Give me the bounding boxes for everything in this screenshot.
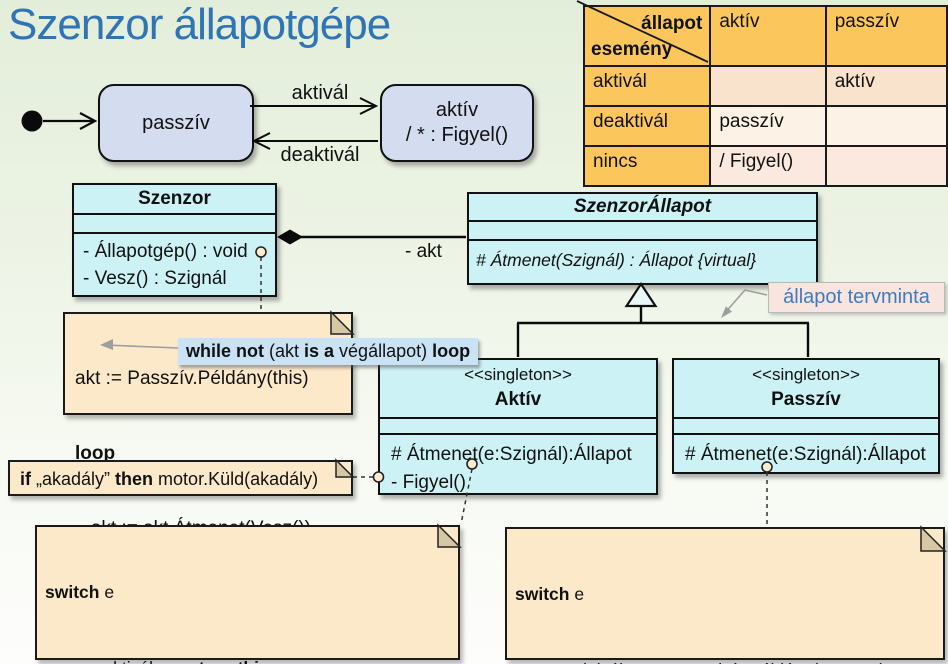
note-switch-passziv: switch e case aktivál: return Aktív.Péld… <box>505 527 945 664</box>
transition-table: állapot esemény aktív passzív aktivál ak… <box>582 5 948 187</box>
state-aktiv: aktív / * : Figyel() <box>380 84 534 162</box>
cell-deaktival-passziv <box>824 105 948 147</box>
class-aktiv-stereotype: <<singleton>> <box>464 365 572 384</box>
col-header-aktiv: aktív <box>709 5 827 67</box>
cell-aktival-passziv: aktív <box>824 65 948 107</box>
table-row: deaktivál passzív <box>582 105 948 147</box>
row-label: nincs <box>582 145 712 187</box>
class-passziv: <<singleton>> Passzív # Átmenet(e:Szigná… <box>672 358 940 474</box>
callout-while-not: while not (akt is a végállapot) loop <box>178 338 479 365</box>
corner-esemeny-label: esemény <box>591 39 673 60</box>
class-passziv-attributes <box>674 419 938 435</box>
class-passziv-op: # Átmenet(e:Szignál):Állapot <box>685 444 926 465</box>
transition-label-deaktival: deaktivál <box>280 144 360 166</box>
note-switch-aktiv: switch e case aktivál: return this; case… <box>35 525 460 664</box>
corner-allapot-label: állapot <box>641 13 703 34</box>
class-szenzor-name: Szenzor <box>74 185 275 215</box>
note-loop-line: loop <box>75 443 116 464</box>
pattern-callout-arrow <box>721 289 768 318</box>
note-switch-aktiv-line: switch e <box>45 581 115 602</box>
class-szenzor-attributes <box>74 215 275 234</box>
note-switch-aktiv-line: case aktivál: return this; <box>45 656 450 664</box>
cell-nincs-passziv <box>824 145 948 187</box>
note-if-akadaly: if „akadály” then motor.Küld(akadály) <box>8 460 353 496</box>
class-szenzor-op: - Vesz() : Szignál <box>83 268 227 289</box>
row-label: aktivál <box>582 65 712 107</box>
page-title: Szenzor állapotgépe <box>8 0 391 49</box>
state-passziv-label: passzív <box>142 111 210 134</box>
association-akt-label: - akt <box>405 241 442 262</box>
cell-deaktival-aktiv: passzív <box>709 105 827 147</box>
table-row: aktivál aktív <box>582 65 948 107</box>
initial-state-icon <box>21 110 98 132</box>
class-passziv-name: Passzív <box>771 389 841 410</box>
table-header-row: állapot esemény aktív passzív <box>582 5 948 67</box>
row-label: deaktivál <box>582 105 712 147</box>
transition-label-aktival: aktivál <box>291 82 349 104</box>
table-row: nincs / Figyel() <box>582 145 948 187</box>
state-aktiv-action: / * : Figyel() <box>405 124 509 146</box>
cell-nincs-aktiv: / Figyel() <box>709 145 827 187</box>
cell-aktival-aktiv <box>709 65 827 107</box>
class-aktiv-op: - Figyel() <box>391 472 466 493</box>
generalization-links <box>516 282 810 357</box>
class-aktiv: <<singleton>> Aktív # Átmenet(e:Szignál)… <box>378 358 658 495</box>
note-switch-passziv-line: case aktivál: return Aktív.Példány(szenz… <box>515 658 935 664</box>
class-szenzorallapot-op: # Átmenet(Szignál) : Állapot {virtual} <box>476 250 757 270</box>
pattern-callout: állapot tervminta <box>768 282 945 313</box>
class-szenzorallapot-name: SzenzorÁllapot <box>469 194 816 222</box>
class-szenzorallapot-attributes <box>469 222 816 241</box>
class-aktiv-op: # Átmenet(e:Szignál):Állapot <box>391 444 632 465</box>
table-corner-cell: állapot esemény <box>582 5 712 67</box>
col-header-passziv: passzív <box>824 5 948 67</box>
note-loop-line: akt := Passzív.Példány(this) <box>75 368 309 389</box>
state-passziv: passzív <box>98 84 254 162</box>
class-passziv-stereotype: <<singleton>> <box>752 365 860 384</box>
class-szenzor: Szenzor - Állapotgép() : void - Vesz() :… <box>72 183 277 297</box>
note-switch-passziv-line: switch e <box>515 583 585 604</box>
state-aktiv-label: aktív <box>435 99 479 121</box>
class-szenzorallapot: SzenzorÁllapot # Átmenet(Szignál) : Álla… <box>467 192 818 285</box>
class-aktiv-attributes <box>380 419 656 435</box>
class-szenzor-op: - Állapotgép() : void <box>83 241 248 262</box>
class-aktiv-name: Aktív <box>494 389 542 410</box>
